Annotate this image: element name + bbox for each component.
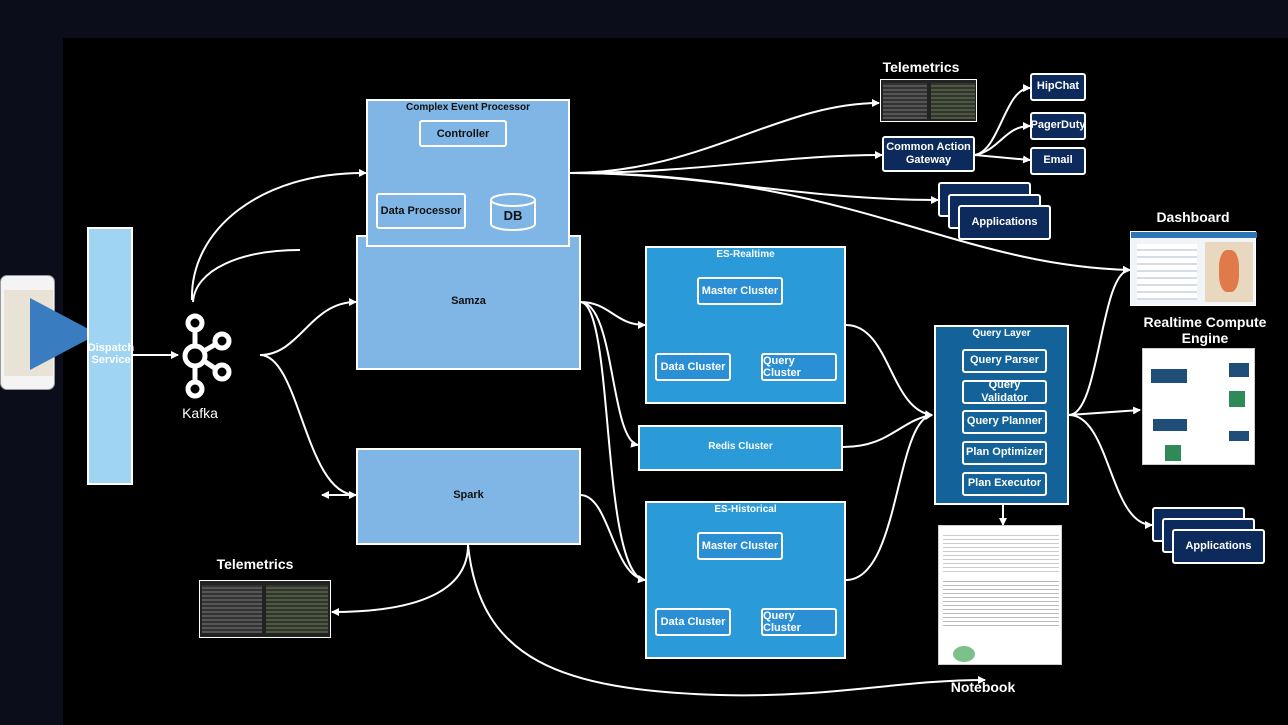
telemetrics-top-screenshot: [880, 79, 977, 122]
realtime-compute-label: Realtime Compute Engine: [1143, 314, 1267, 346]
dispatch-service-label: Dispatch Service: [87, 342, 135, 366]
telemetrics-top-label: Telemetrics: [882, 59, 960, 75]
samza-label: Samza: [451, 295, 486, 307]
dashboard-label: Dashboard: [1156, 209, 1230, 225]
cep-title: Complex Event Processor: [406, 102, 530, 113]
notebook-label: Notebook: [950, 679, 1016, 695]
redis-cluster-label: Redis Cluster: [708, 441, 773, 452]
hipchat-node: HipChat: [1030, 73, 1086, 101]
applications-bottom: Applications: [1172, 529, 1265, 564]
plan-executor: Plan Executor: [962, 472, 1047, 496]
redis-cluster: [638, 425, 843, 471]
dispatch-service: [87, 227, 133, 485]
pagerduty-node: PagerDuty: [1030, 112, 1086, 140]
cep-controller: Controller: [419, 120, 507, 147]
cep-data-processor: Data Processor: [376, 193, 466, 229]
kafka-label: Kafka: [182, 405, 218, 421]
spark-box: [356, 448, 581, 545]
es-realtime-data: Data Cluster: [655, 353, 731, 381]
es-historical-title: ES-Historical: [714, 504, 777, 515]
samza-box: [356, 235, 581, 370]
notebook-screenshot: [938, 525, 1062, 665]
dispatch-arrow-stem: [30, 322, 60, 346]
realtime-compute-screenshot: [1142, 348, 1255, 465]
plan-optimizer: Plan Optimizer: [962, 441, 1047, 465]
kafka-icon: [182, 313, 232, 399]
query-planner: Query Planner: [962, 410, 1047, 434]
common-action-gateway: Common Action Gateway: [882, 136, 975, 172]
query-validator: Query Validator: [962, 379, 1047, 404]
telemetrics-bottom-label: Telemetrics: [216, 556, 294, 572]
es-historical-master: Master Cluster: [697, 532, 783, 560]
email-node: Email: [1030, 147, 1086, 175]
query-parser: Query Parser: [962, 349, 1047, 373]
es-realtime-master: Master Cluster: [697, 277, 783, 305]
es-realtime-query: Query Cluster: [761, 353, 837, 381]
telemetrics-bottom-screenshot: [199, 580, 331, 638]
es-historical-data: Data Cluster: [655, 608, 731, 636]
db-icon: [490, 193, 536, 231]
query-layer-title: Query Layer: [972, 328, 1031, 339]
es-realtime-title: ES-Realtime: [716, 249, 775, 260]
dashboard-screenshot: [1130, 231, 1257, 306]
spark-label: Spark: [453, 489, 484, 501]
es-historical-query: Query Cluster: [761, 608, 837, 636]
db-label: DB: [503, 208, 523, 223]
applications-top: Applications: [958, 205, 1051, 240]
